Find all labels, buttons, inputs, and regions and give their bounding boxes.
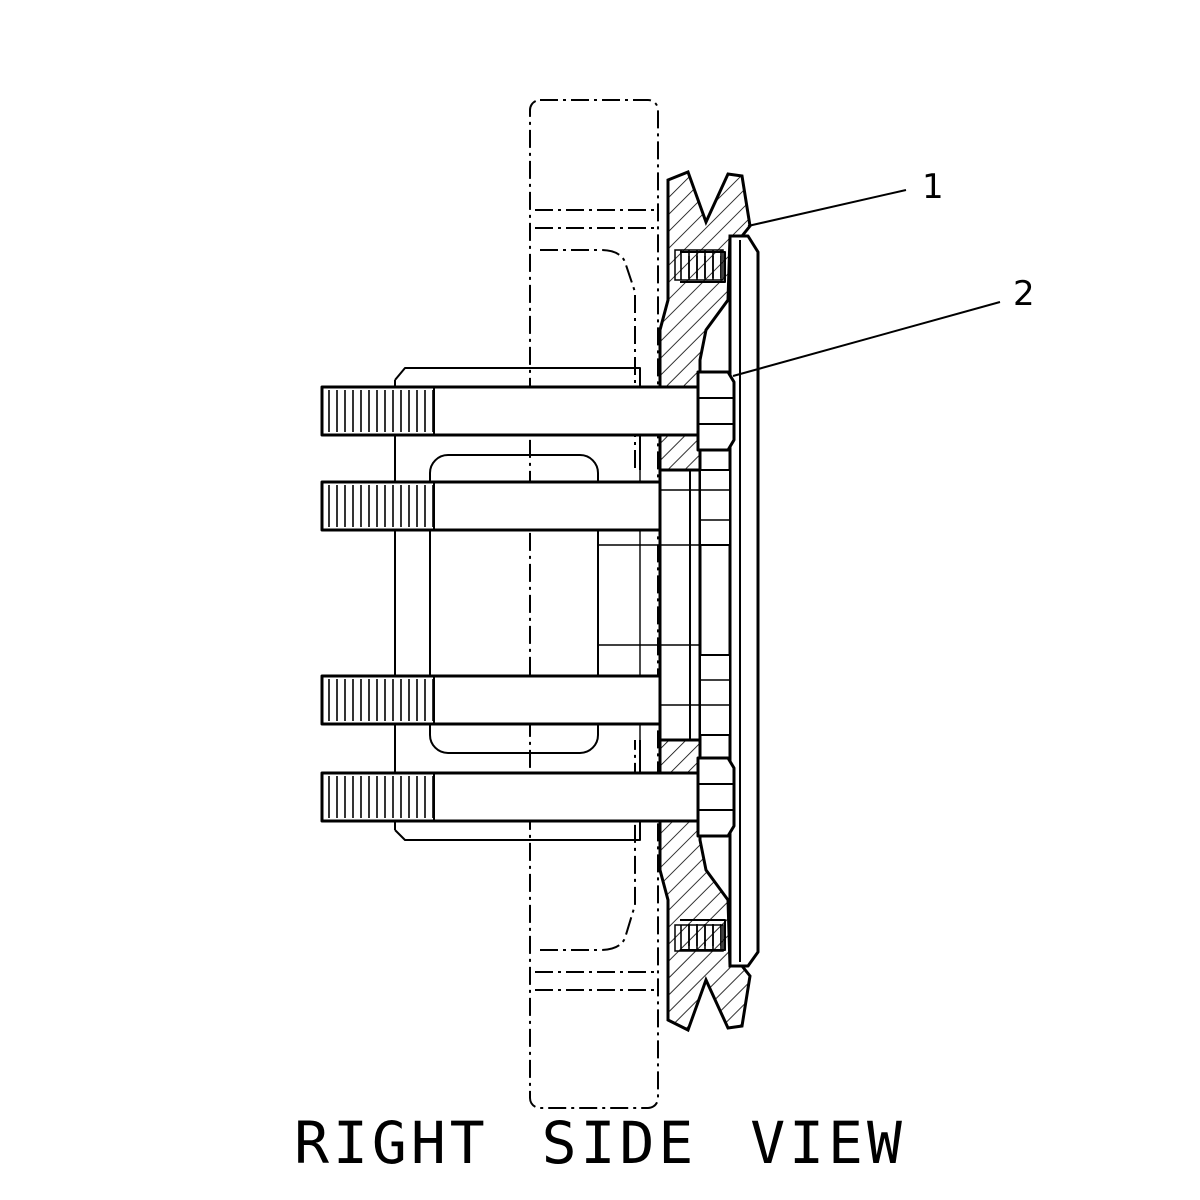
leader-line-2 bbox=[732, 301, 1001, 377]
leader-lines bbox=[732, 189, 1001, 377]
bolt-upper-middle bbox=[320, 480, 662, 532]
pulley-section bbox=[658, 170, 752, 1033]
view-title: RIGHT SIDE VIEW bbox=[294, 1109, 906, 1177]
bolt-top bbox=[320, 370, 736, 452]
bolt-bottom bbox=[320, 756, 736, 838]
bolt-lower-middle bbox=[320, 674, 662, 726]
center-flange bbox=[658, 468, 731, 742]
callout-number-2: 2 bbox=[1013, 274, 1035, 314]
damper-screws bbox=[674, 249, 724, 952]
callout-number-1: 1 bbox=[922, 167, 944, 207]
leader-line-1 bbox=[747, 189, 907, 227]
damper-plate bbox=[728, 234, 760, 968]
crankshaft-housing-phantom bbox=[529, 99, 659, 1109]
hub-adapter bbox=[394, 367, 700, 841]
